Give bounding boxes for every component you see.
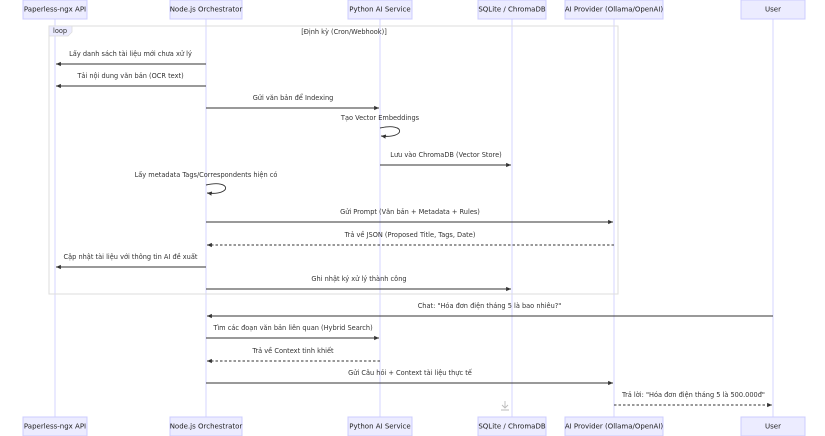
actor-label: Node.js Orchestrator (170, 423, 243, 431)
message-11: Chat: "Hóa đơn điện tháng 5 là bao nhiêu… (207, 302, 773, 319)
actor-box (564, 0, 664, 20)
actor-python-top: Python AI Service (347, 0, 413, 20)
actor-node-top: Node.js Orchestrator (169, 0, 243, 20)
message-12: Tìm các đoạn văn bản liên quan (Hybrid S… (206, 324, 379, 341)
message-label: Lưu vào ChromaDB (Vector Store) (390, 151, 501, 159)
message-label: Chat: "Hóa đơn điện tháng 5 là bao nhiêu… (418, 302, 562, 310)
actor-python-bottom: Python AI Service (347, 416, 413, 436)
actor-label: AI Provider (Ollama/OpenAI) (565, 423, 664, 431)
actor-label: SQLite / ChromaDB (478, 423, 545, 431)
actor-label: User (765, 423, 781, 431)
actor-label: User (765, 6, 781, 14)
message-8: Trả về JSON (Proposed Title, Tags, Date) (207, 231, 614, 248)
message-14: Gửi Câu hỏi + Context tài liệu thực tế (206, 369, 613, 386)
message-13: Trả về Context tinh khiết (207, 347, 380, 364)
actor-user-bottom: User (740, 416, 806, 436)
loop-keyword: loop (53, 27, 67, 35)
message-1: Lấy danh sách tài liệu mới chưa xử lý (56, 50, 206, 67)
actor-box (347, 416, 413, 436)
loop-condition: [Định kỳ (Cron/Webhook)] (301, 28, 387, 36)
message-label: Trả về Context tinh khiết (251, 347, 334, 355)
message-label: Trả về JSON (Proposed Title, Tags, Date) (344, 231, 476, 239)
message-label: Cập nhật tài liệu với thông tin AI đề xu… (64, 253, 198, 261)
message-7: Gửi Prompt (Văn bản + Metadata + Rules) (206, 208, 613, 225)
actor-box (564, 416, 664, 436)
message-label: Gửi Prompt (Văn bản + Metadata + Rules) (340, 208, 480, 216)
actor-box (477, 416, 547, 436)
actor-node-bottom: Node.js Orchestrator (169, 416, 243, 436)
message-4: Tạo Vector Embeddings (340, 114, 420, 139)
actor-label: AI Provider (Ollama/OpenAI) (565, 6, 664, 14)
message-9: Cập nhật tài liệu với thông tin AI đề xu… (56, 253, 206, 270)
loop-fragment: loop [Định kỳ (Cron/Webhook)] (48, 25, 619, 295)
actor-box (22, 416, 88, 436)
message-label: Tạo Vector Embeddings (340, 114, 420, 122)
message-label: Trả lời: "Hóa đơn điện tháng 5 là 500.00… (621, 391, 765, 399)
actor-box (477, 0, 547, 20)
message-15: Trả lời: "Hóa đơn điện tháng 5 là 500.00… (614, 391, 772, 408)
actor-db-bottom: SQLite / ChromaDB (477, 416, 547, 436)
loop-frame (48, 25, 619, 295)
actor-ai-bottom: AI Provider (Ollama/OpenAI) (564, 416, 664, 436)
actor-box (740, 416, 806, 436)
message-6: Lấy metadata Tags/Correspondents hiện có (135, 171, 278, 196)
message-label: Tải nội dung văn bản (OCR text) (76, 72, 183, 80)
loop-label-box (48, 25, 73, 37)
message-label: Tìm các đoạn văn bản liên quan (Hybrid S… (212, 324, 372, 332)
message-label: Lấy metadata Tags/Correspondents hiện có (135, 171, 278, 179)
actors-top: Paperless-ngx API Node.js Orchestrator Pyt… (22, 0, 806, 20)
message-arrow (379, 126, 400, 139)
message-label: Lấy danh sách tài liệu mới chưa xử lý (69, 50, 192, 58)
actor-box (169, 0, 243, 20)
lifelines (54, 19, 774, 417)
download-cursor-icon (501, 401, 509, 411)
message-5: Lưu vào ChromaDB (Vector Store) (380, 151, 511, 168)
messages: Lấy danh sách tài liệu mới chưa xử lý Tải… (56, 50, 773, 408)
actor-ai-top: AI Provider (Ollama/OpenAI) (564, 0, 664, 20)
actor-label: Paperless-ngx API (24, 423, 86, 431)
actor-box (740, 0, 806, 20)
message-2: Tải nội dung văn bản (OCR text) (56, 72, 206, 89)
message-3: Gửi văn bản để Indexing (206, 93, 379, 111)
actor-label: Node.js Orchestrator (170, 6, 243, 14)
actor-paperless-top: Paperless-ngx API (22, 0, 88, 20)
message-arrow (205, 183, 226, 196)
actor-box (347, 0, 413, 20)
message-10: Ghi nhật ký xử lý thành công (206, 275, 511, 292)
actor-box (22, 0, 88, 20)
actor-label: Python AI Service (349, 423, 410, 431)
actor-label: Python AI Service (349, 6, 410, 14)
actor-user-top: User (740, 0, 806, 20)
actor-db-top: SQLite / ChromaDB (477, 0, 547, 20)
actor-label: Paperless-ngx API (24, 6, 86, 14)
actor-label: SQLite / ChromaDB (478, 6, 545, 14)
actor-box (169, 416, 243, 436)
message-label: Gửi Câu hỏi + Context tài liệu thực tế (348, 369, 473, 377)
message-label: Gửi văn bản để Indexing (253, 93, 334, 102)
message-label: Ghi nhật ký xử lý thành công (311, 275, 406, 283)
actor-paperless-bottom: Paperless-ngx API (22, 416, 88, 436)
actors-bottom: Paperless-ngx API Node.js Orchestrator Pyt… (22, 416, 806, 436)
